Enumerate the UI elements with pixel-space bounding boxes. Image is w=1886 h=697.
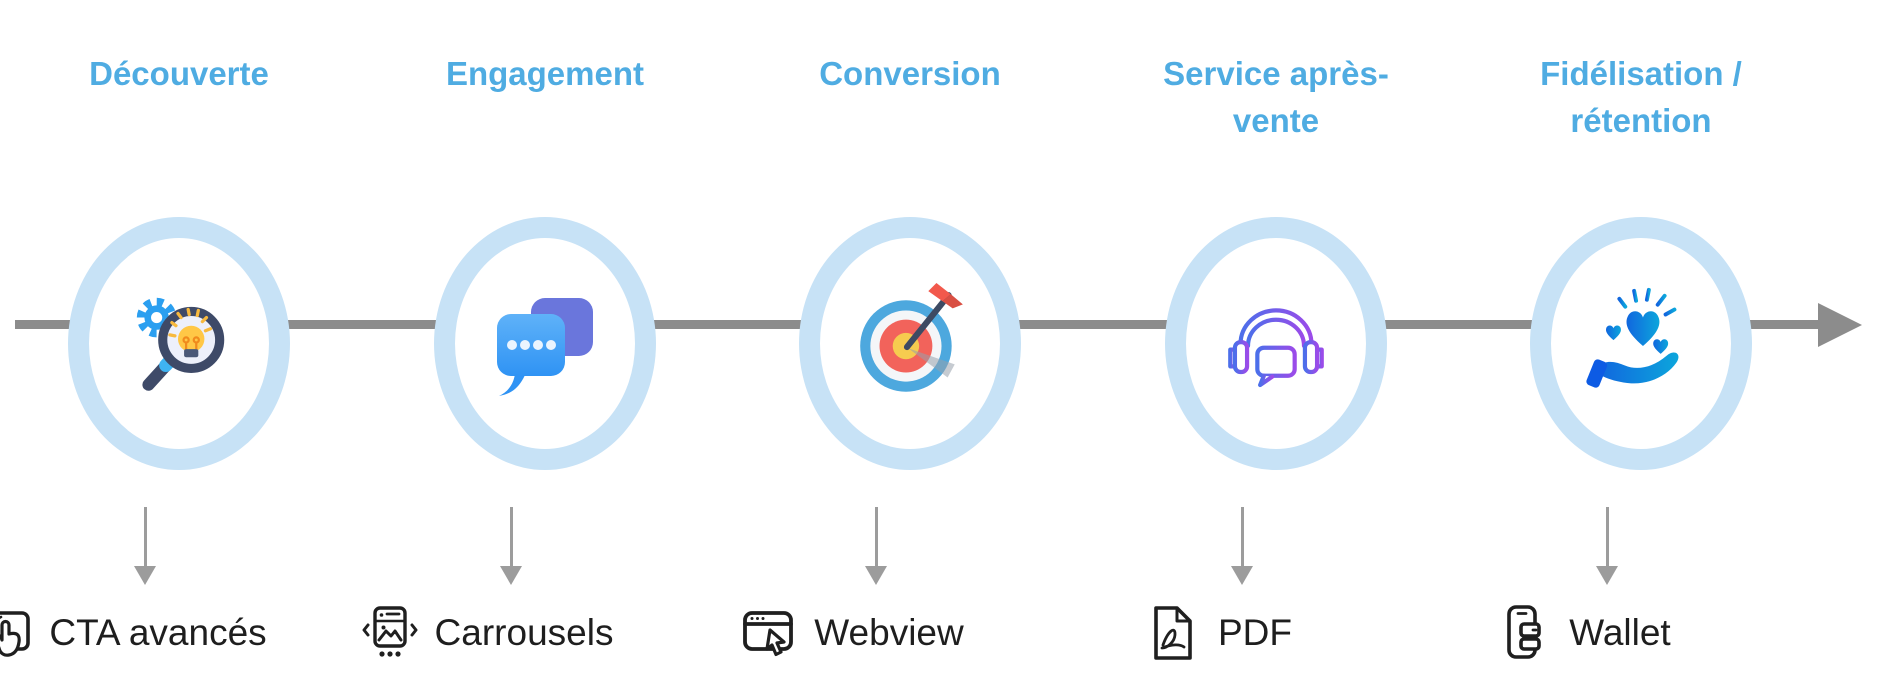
hand-hearts-icon (1586, 287, 1679, 388)
deliverable-label: Webview (814, 612, 964, 653)
down-arrow-head-icon (1231, 566, 1253, 585)
stage-circle (68, 217, 290, 470)
down-arrow (875, 507, 878, 568)
down-arrow (1241, 507, 1244, 568)
deliverable-label: Carrousels (434, 612, 614, 653)
carousel-icon (362, 606, 418, 657)
down-arrow-head-icon (134, 566, 156, 585)
deliverable: Wallet (1373, 596, 1793, 670)
down-arrow (144, 507, 147, 568)
headset-support-icon (1228, 307, 1324, 387)
down-arrow-head-icon (500, 566, 522, 585)
stage-title: Engagement (445, 55, 645, 92)
browser-cursor-icon (743, 611, 794, 657)
deliverable-label: CTA avancés (49, 612, 267, 653)
stage-title: Service après-vente (1163, 55, 1389, 139)
stage-title: Conversion (819, 55, 1001, 92)
stage-title: Fidélisation / rétention (1540, 55, 1742, 139)
deliverable: CTA avancés (0, 596, 331, 670)
timeline-arrowhead-icon (1818, 303, 1862, 347)
deliverable: Carrousels (277, 596, 697, 670)
stage-circle (799, 217, 1021, 470)
deliverable: PDF (1008, 596, 1428, 670)
magnifier-lightbulb-gear-icon (136, 297, 225, 391)
deliverable: Webview (642, 596, 1062, 670)
down-arrow-head-icon (865, 566, 887, 585)
stage-title: Découverte (89, 55, 269, 92)
pdf-file-icon (1154, 606, 1192, 660)
down-arrow (510, 507, 513, 568)
wallet-icon (1507, 605, 1542, 659)
chat-bubbles-icon (497, 297, 593, 396)
deliverable-label: Wallet (1569, 612, 1671, 653)
stage-circle (1165, 217, 1387, 470)
down-arrow-head-icon (1596, 566, 1618, 585)
deliverable-label: PDF (1218, 612, 1292, 653)
tablet-tap-icon (0, 611, 31, 657)
target-dart-icon (860, 282, 963, 392)
stage-circle (434, 217, 656, 470)
down-arrow (1606, 507, 1609, 568)
stage-circle (1530, 217, 1752, 470)
